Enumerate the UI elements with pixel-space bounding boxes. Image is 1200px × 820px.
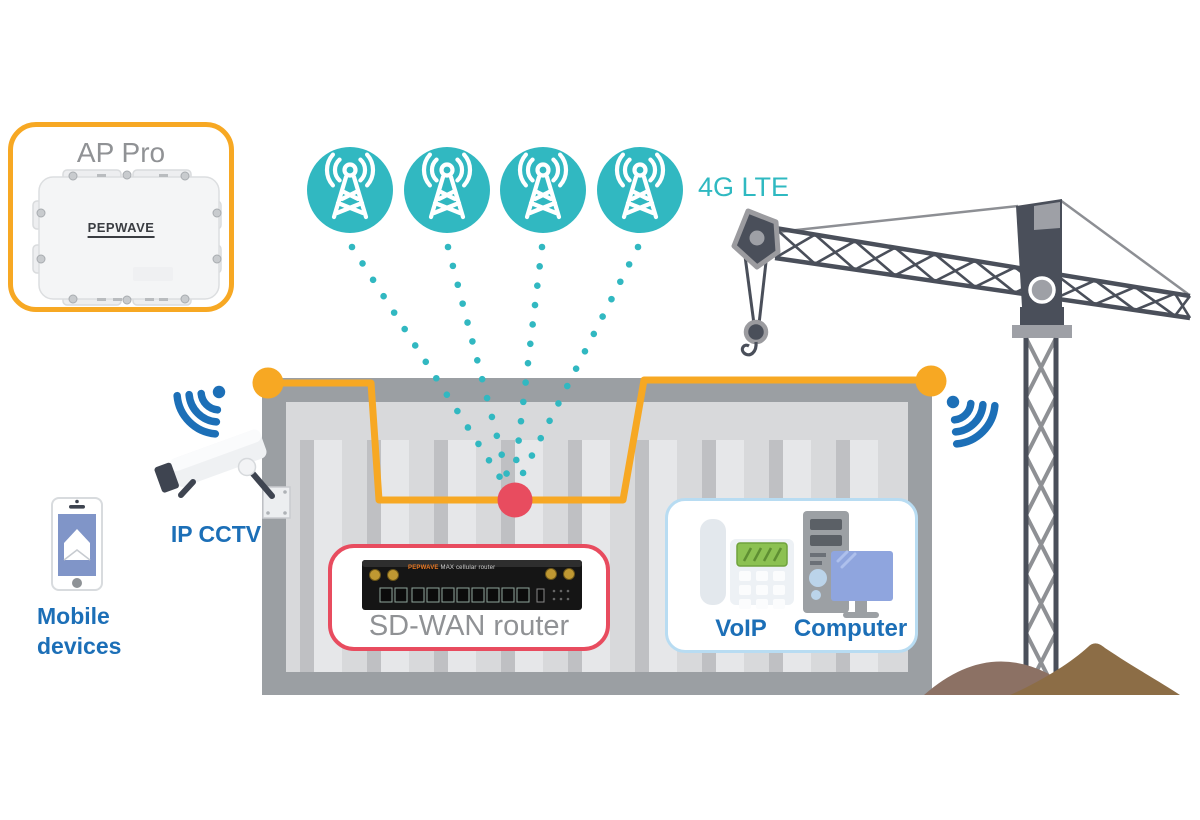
router-brand: PEPWAVE (408, 565, 439, 571)
mail-icon (63, 529, 91, 561)
cable-node-left (252, 367, 284, 399)
router-model: MAX cellular router (438, 565, 496, 571)
voip-computer-card: VoIP Computer (665, 498, 918, 653)
ap-screws (36, 170, 222, 305)
crane-jib (774, 225, 1192, 321)
uplink-convergence-node (497, 482, 533, 518)
cellular-link-dotted-lines (348, 243, 642, 483)
crane-tie-cables (777, 198, 1189, 296)
voip-label: VoIP (715, 615, 767, 642)
crane-cab (1012, 199, 1072, 338)
ap-device-image (32, 169, 222, 306)
crane-hook-block (731, 208, 781, 357)
crane-mast (1023, 337, 1059, 693)
router-antenna-ports (369, 568, 575, 581)
mobile-devices-label: Mobile devices (37, 603, 122, 660)
ip-cctv-label: IP CCTV (170, 521, 262, 547)
cell-node-1 (307, 147, 393, 233)
voip-keypad (739, 571, 785, 609)
voip-computer-icons (700, 511, 893, 618)
lte-label: 4G LTE (698, 172, 790, 202)
sdwan-router-card: PEPWAVE MAX cellular router SD-WAN route… (328, 544, 610, 651)
dirt-mound-right (1010, 643, 1180, 695)
router-device-image (362, 560, 582, 610)
ap-pro-card: AP Pro PEPWAVE (8, 122, 234, 312)
computer-icon (803, 511, 893, 618)
cable-node-right (915, 365, 947, 397)
voip-phone-icon (700, 519, 794, 609)
sdwan-router-label: SD-WAN router (368, 610, 570, 642)
cctv-camera-icon (154, 429, 291, 519)
ap-pepwave-logo: PEPWAVE (87, 221, 155, 238)
router-faceplate-text: PEPWAVE MAX cellular router (408, 565, 495, 571)
cell-node-3 (500, 147, 586, 233)
mobile-phone-icon (51, 497, 103, 591)
ap-pro-label: AP Pro (76, 137, 166, 168)
router-ethernet-ports (379, 587, 530, 603)
computer-label: Computer (793, 615, 908, 642)
cell-node-2 (404, 147, 490, 233)
cell-node-4 (597, 147, 683, 233)
wifi-signal-icon-left (170, 369, 242, 441)
